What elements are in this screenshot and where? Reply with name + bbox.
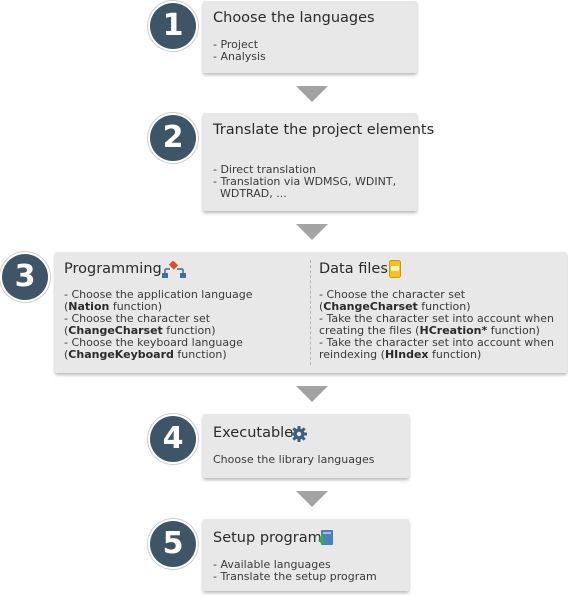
list-item: - Take the character set into account wh… — [319, 312, 554, 325]
flow-arrow-1 — [296, 86, 328, 102]
data-files-details: - Choose the character set (ChangeCharse… — [319, 289, 554, 361]
list-item: - Project — [213, 38, 259, 51]
list-item: - Translation via WDMSG, WDINT, — [213, 175, 397, 188]
step-2-number: 2 — [150, 115, 196, 161]
list-item: (Nation function) — [64, 300, 163, 313]
step-4-details: Choose the library languages — [213, 454, 375, 466]
step-5-details: - Available languages - Translate the se… — [213, 559, 377, 583]
list-item: - Choose the application language — [64, 288, 253, 301]
flow-arrow-2 — [296, 224, 328, 240]
list-item: reindexing (HIndex function) — [319, 348, 482, 361]
list-item: - Translate the setup program — [213, 570, 377, 583]
step-2-details: - Direct translation - Translation via W… — [213, 164, 396, 200]
list-item: - Choose the character set — [319, 288, 466, 301]
programming-details: - Choose the application language (Natio… — [64, 289, 253, 361]
step-3-box: Programming - Choose the application lan… — [55, 252, 567, 373]
list-item: - Choose the character set — [64, 312, 211, 325]
step-4-number: 4 — [150, 416, 196, 462]
step-1-title: Choose the languages — [213, 10, 375, 26]
step-5-number: 5 — [150, 521, 196, 567]
step-2-title: Translate the project elements — [213, 122, 435, 138]
step-1-details: - Project - Analysis — [213, 39, 266, 63]
programming-title: Programming — [64, 261, 162, 277]
list-item: - Direct translation — [213, 163, 317, 176]
list-item: - Choose the keyboard language — [64, 336, 243, 349]
gear-icon — [291, 426, 307, 442]
step-2-box: Translate the project elements - Direct … — [203, 113, 434, 211]
list-item: - Take the character set into account wh… — [319, 336, 554, 349]
list-item: - Available languages — [213, 558, 331, 571]
list-item: (ChangeKeyboard function) — [64, 348, 227, 361]
step-1-box: Choose the languages - Project - Analysi… — [203, 1, 417, 73]
data-files-title: Data files — [319, 261, 388, 277]
list-item: (ChangeCharset function) — [319, 300, 471, 313]
list-item: creating the files (HCreation* function) — [319, 324, 540, 337]
step-5-title: Setup program — [213, 530, 322, 546]
list-item: Choose the library languages — [213, 453, 375, 466]
column-divider — [310, 260, 311, 365]
list-item: (ChangeCharset function) — [64, 324, 216, 337]
step-4-box: Executable Choose the library languages — [203, 414, 409, 478]
flow-arrow-4 — [296, 491, 328, 507]
step-4-title: Executable — [213, 425, 294, 441]
setup-download-icon — [318, 530, 333, 545]
step-1-number: 1 — [150, 3, 196, 49]
programming-flow-icon — [162, 261, 186, 278]
list-item: WDTRAD, ... — [213, 187, 287, 200]
flow-arrow-3 — [296, 386, 328, 402]
step-5-box: Setup program - Available languages - Tr… — [203, 519, 409, 591]
step-3-number: 3 — [2, 254, 48, 300]
list-item: - Analysis — [213, 50, 266, 63]
data-file-icon — [389, 260, 401, 278]
